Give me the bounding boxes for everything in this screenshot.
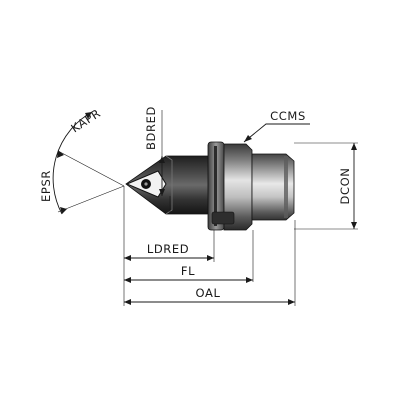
ccms-arrow <box>244 135 252 142</box>
fl-arrow-right <box>246 277 253 283</box>
main-body <box>223 143 253 231</box>
dcon-arrow-bottom <box>351 222 357 229</box>
cutting-head-edge <box>165 155 173 215</box>
dimension-labels: KAPR EPSR BDRED CCMS DCON LDRED FL OAL <box>39 106 352 300</box>
arc-arrow-mid-up <box>57 150 64 158</box>
bdred-label: BDRED <box>144 106 158 150</box>
extension-lines <box>57 110 358 306</box>
dcon-label: DCON <box>338 168 352 205</box>
arc-arrow-top <box>85 112 92 119</box>
ldred-label: LDRED <box>147 242 189 256</box>
kapr-label: KAPR <box>68 106 103 135</box>
angle-arc <box>52 111 93 215</box>
shank <box>251 153 295 221</box>
oal-label: OAL <box>196 286 221 300</box>
ldred-arrow-left <box>124 255 131 261</box>
angle-ray-lower <box>57 185 125 213</box>
insert-screw-center <box>144 182 148 186</box>
oal-arrow-right <box>288 299 295 305</box>
epsr-label: EPSR <box>39 170 53 202</box>
oal-arrow-left <box>124 299 131 305</box>
body-notch <box>211 211 235 225</box>
bdred-arrow-top <box>159 156 165 163</box>
ccms-leader <box>243 123 310 143</box>
angle-ray-upper <box>59 151 125 187</box>
fl-label: FL <box>181 264 195 278</box>
bdred-arrow-bottom <box>159 189 165 196</box>
shank-ring <box>284 156 288 218</box>
dcon-arrow-top <box>351 143 357 150</box>
ccms-label: CCMS <box>270 109 306 123</box>
tool-holder <box>125 141 295 231</box>
arc-arrow-bottom <box>60 207 67 214</box>
fl-arrow-left <box>124 277 131 283</box>
ldred-arrow-right <box>207 255 214 261</box>
dimension-lines <box>52 111 357 305</box>
flange-groove <box>214 146 217 226</box>
